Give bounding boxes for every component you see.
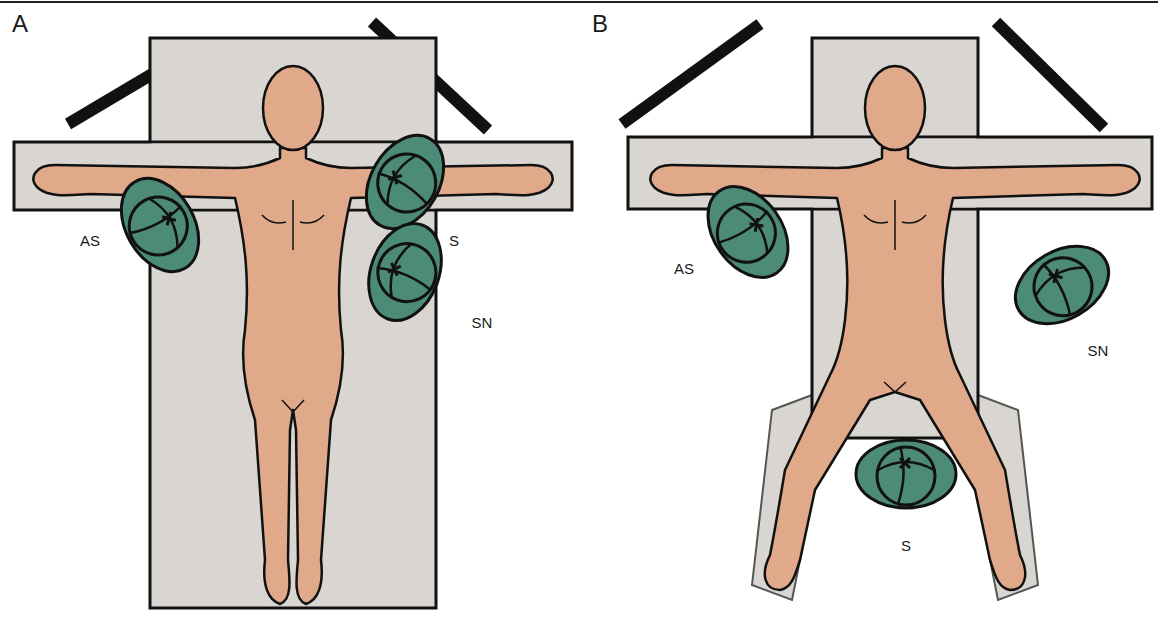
panel-b bbox=[622, 22, 1152, 600]
patient-head bbox=[865, 66, 925, 150]
body-lines bbox=[262, 200, 324, 412]
position-label: AS bbox=[80, 233, 100, 248]
body-lines bbox=[864, 200, 926, 392]
patient-head bbox=[263, 66, 323, 150]
panel-letter: A bbox=[12, 12, 28, 36]
monitor bbox=[996, 22, 1104, 128]
panel-a bbox=[14, 22, 572, 608]
position-label: SN bbox=[1088, 343, 1109, 358]
panel-letter: B bbox=[592, 12, 608, 36]
position-label: AS bbox=[674, 261, 694, 276]
position-label: SN bbox=[472, 315, 493, 330]
patient-body bbox=[650, 148, 1139, 590]
patient-body bbox=[33, 148, 552, 604]
top-rule bbox=[0, 1, 1158, 3]
position-label: S bbox=[901, 538, 911, 553]
position-label: S bbox=[449, 233, 459, 248]
monitor bbox=[622, 24, 760, 124]
